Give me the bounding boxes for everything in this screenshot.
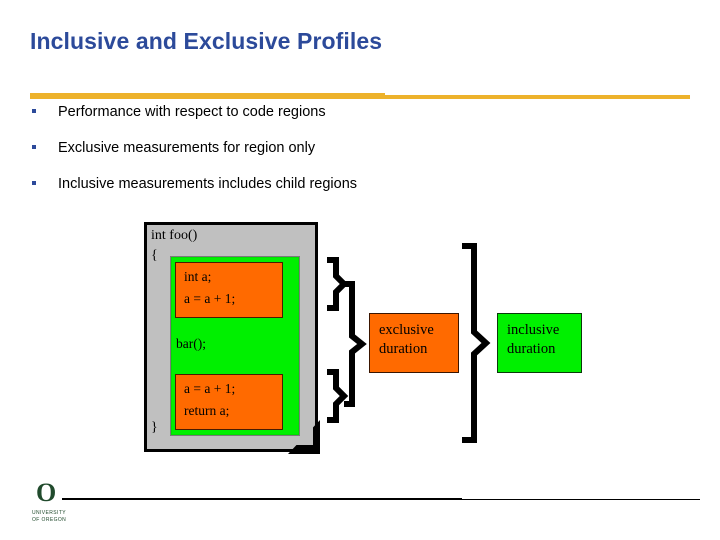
brace-inclusive: [462, 243, 491, 443]
bullet-label: Exclusive measurements for region only: [58, 140, 316, 156]
label-line: duration: [507, 341, 556, 357]
page-title: Inclusive and Exclusive Profiles: [30, 28, 383, 54]
code-line: a = a + 1;: [184, 381, 236, 396]
bullet-dot-icon: [32, 181, 36, 185]
university-logo: O UNIVERSITY OF OREGON: [32, 480, 92, 530]
title-divider-thick: [30, 93, 385, 99]
exclusive-region-box-top: int a; a = a + 1;: [175, 262, 283, 318]
code-signature: int foo(): [151, 228, 198, 243]
bullet-item-0: Performance with respect to code regions: [30, 102, 650, 124]
brace-bottom-small: [327, 369, 349, 423]
bullet-item-1: Exclusive measurements for region only: [30, 138, 650, 160]
logo-org-line: OF OREGON: [32, 517, 67, 523]
bullet-item-2: Inclusive measurements includes child re…: [30, 174, 650, 196]
label-line: duration: [379, 341, 428, 357]
code-call-statement: bar();: [176, 336, 206, 351]
code-line: a = a + 1;: [184, 291, 236, 306]
label-line: exclusive: [379, 322, 434, 338]
bullet-label: Performance with respect to code regions: [58, 104, 326, 120]
footer-divider-left: [62, 498, 462, 500]
brace-top-small: [327, 257, 349, 311]
code-open-brace: {: [151, 248, 158, 263]
logo-o-icon: O: [36, 478, 57, 507]
bullet-dot-icon: [32, 109, 36, 113]
bullet-dot-icon: [32, 145, 36, 149]
code-line: return a;: [184, 403, 230, 418]
logo-org-line: UNIVERSITY: [32, 510, 67, 516]
exclusive-region-box-bottom: a = a + 1; return a;: [175, 374, 283, 430]
code-line: int a;: [184, 269, 212, 284]
brace-exclusive-merge: [344, 281, 367, 407]
logo-org-name: UNIVERSITY OF OREGON: [32, 510, 66, 524]
code-close-brace: }: [151, 420, 158, 435]
inclusive-duration-label: inclusive duration: [497, 313, 582, 373]
bullet-label: Inclusive measurements includes child re…: [58, 176, 358, 192]
exclusive-duration-label: exclusive duration: [369, 313, 459, 373]
label-line: inclusive: [507, 322, 560, 338]
footer-divider-right: [462, 499, 700, 500]
title-divider-thin: [385, 95, 690, 99]
